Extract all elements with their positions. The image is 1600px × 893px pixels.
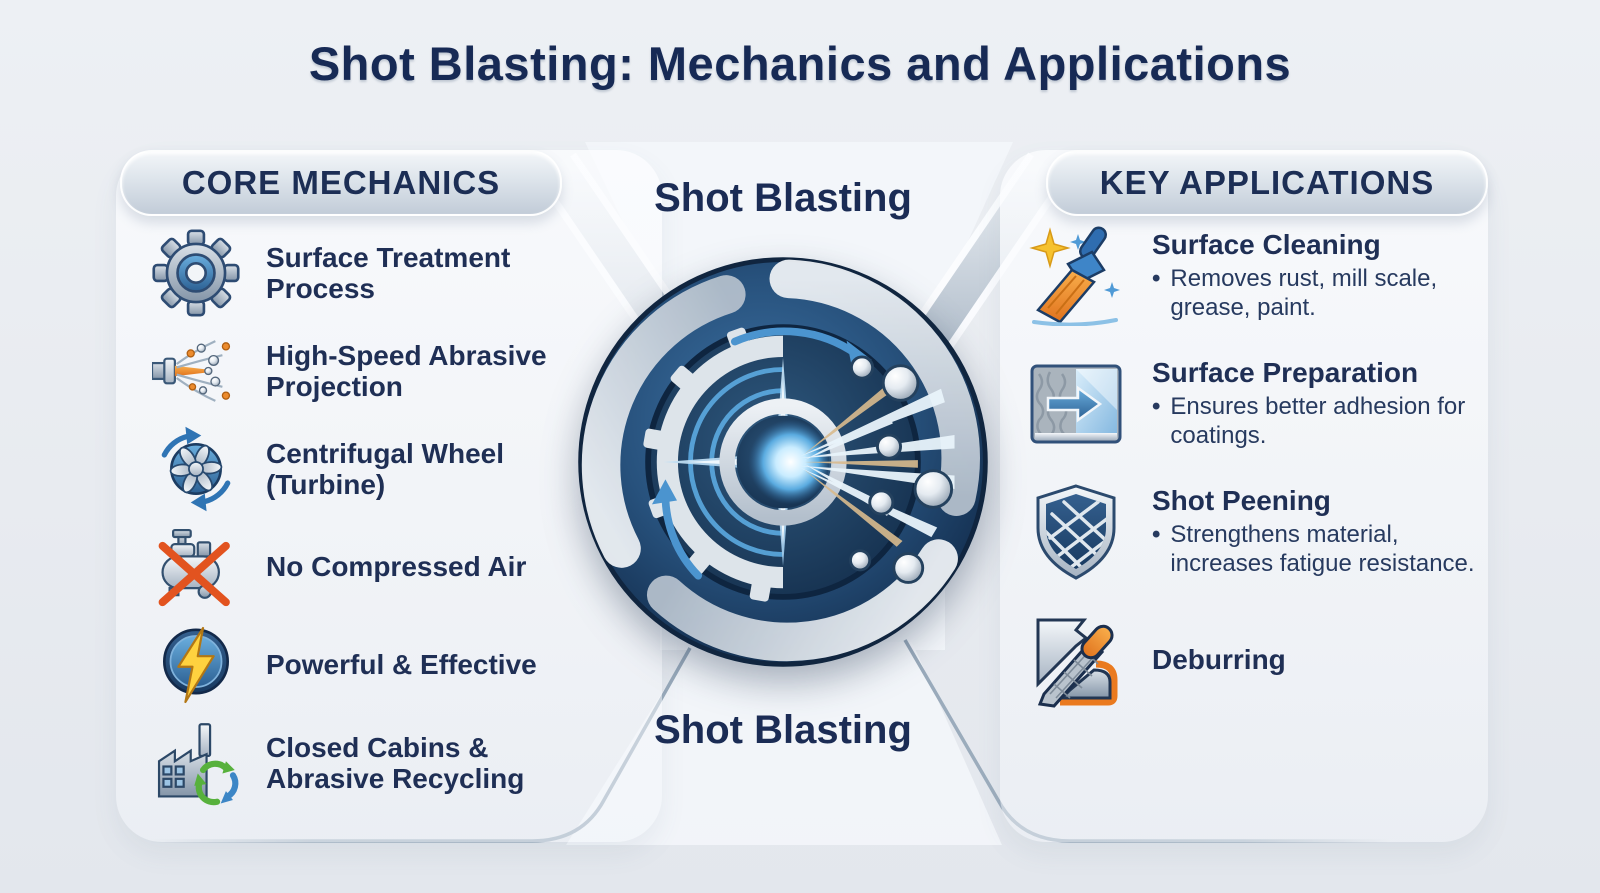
list-item: Surface Preparation Ensures better adhes… (1026, 354, 1504, 454)
item-bullet: Strengthens material, increases fatigue … (1152, 521, 1504, 579)
list-item: No Compressed Air (152, 518, 588, 616)
list-item: Deburring (1026, 610, 1504, 710)
surface-prep-icon (1026, 354, 1126, 454)
key-applications-header-label: KEY APPLICATIONS (1099, 164, 1435, 201)
item-label: Closed Cabins & Abrasive Recycling (266, 731, 525, 794)
page-title: Shot Blasting: Mechanics and Application… (308, 37, 1292, 90)
item-text: Deburring (1152, 644, 1286, 676)
shot-blasting-wheel-illustration (571, 250, 995, 674)
core-mechanics-items: Surface Treatment Process (152, 224, 588, 812)
list-item: Centrifugal Wheel (Turbine) (152, 420, 588, 518)
item-title: Deburring (1152, 643, 1286, 675)
nozzle-spray-icon (152, 327, 240, 415)
list-item: High-Speed Abrasive Projection (152, 322, 588, 420)
list-item: Surface Cleaning Removes rust, mill scal… (1026, 226, 1504, 326)
item-title: Surface Preparation (1152, 357, 1419, 389)
turbine-wheel-icon (152, 425, 240, 513)
item-text: Surface Cleaning Removes rust, mill scal… (1152, 229, 1504, 323)
key-applications-header: KEY APPLICATIONS (1046, 150, 1488, 216)
core-mechanics-header: CORE MECHANICS (120, 150, 562, 216)
item-text: Surface Preparation Ensures better adhes… (1152, 357, 1504, 451)
item-label: No Compressed Air (266, 551, 527, 583)
list-item: Powerful & Effective (152, 616, 588, 714)
gear-icon (152, 229, 240, 317)
item-bullet: Ensures better adhesion for coatings. (1152, 393, 1504, 451)
factory-recycle-icon (152, 719, 240, 807)
item-label: Centrifugal Wheel (Turbine) (266, 437, 505, 500)
item-label: Surface Treatment Process (266, 241, 511, 304)
center-top-label: Shot Blasting (654, 176, 912, 220)
center-bottom-label: Shot Blasting (654, 708, 912, 752)
list-item: Surface Treatment Process (152, 224, 588, 322)
key-applications-items: Surface Cleaning Removes rust, mill scal… (1026, 226, 1504, 738)
broom-sparkle-icon (1026, 226, 1126, 326)
item-title: Surface Cleaning (1152, 229, 1381, 261)
item-title: Shot Peening (1152, 485, 1331, 517)
item-label: High-Speed Abrasive Projection (266, 339, 547, 402)
core-mechanics-header-label: CORE MECHANICS (181, 164, 501, 201)
file-tool-icon (1026, 610, 1126, 710)
item-label: Powerful & Effective (266, 649, 537, 681)
item-bullet: Removes rust, mill scale, grease, paint. (1152, 265, 1504, 323)
turbine-wheel-svg (578, 257, 988, 667)
no-compressed-air-icon (152, 523, 240, 611)
item-text: Shot Peening Strengthens material, incre… (1152, 485, 1504, 579)
list-item: Shot Peening Strengthens material, incre… (1026, 482, 1504, 582)
list-item: Closed Cabins & Abrasive Recycling (152, 714, 588, 812)
lightning-icon (152, 621, 240, 709)
shield-mesh-icon (1026, 482, 1126, 582)
